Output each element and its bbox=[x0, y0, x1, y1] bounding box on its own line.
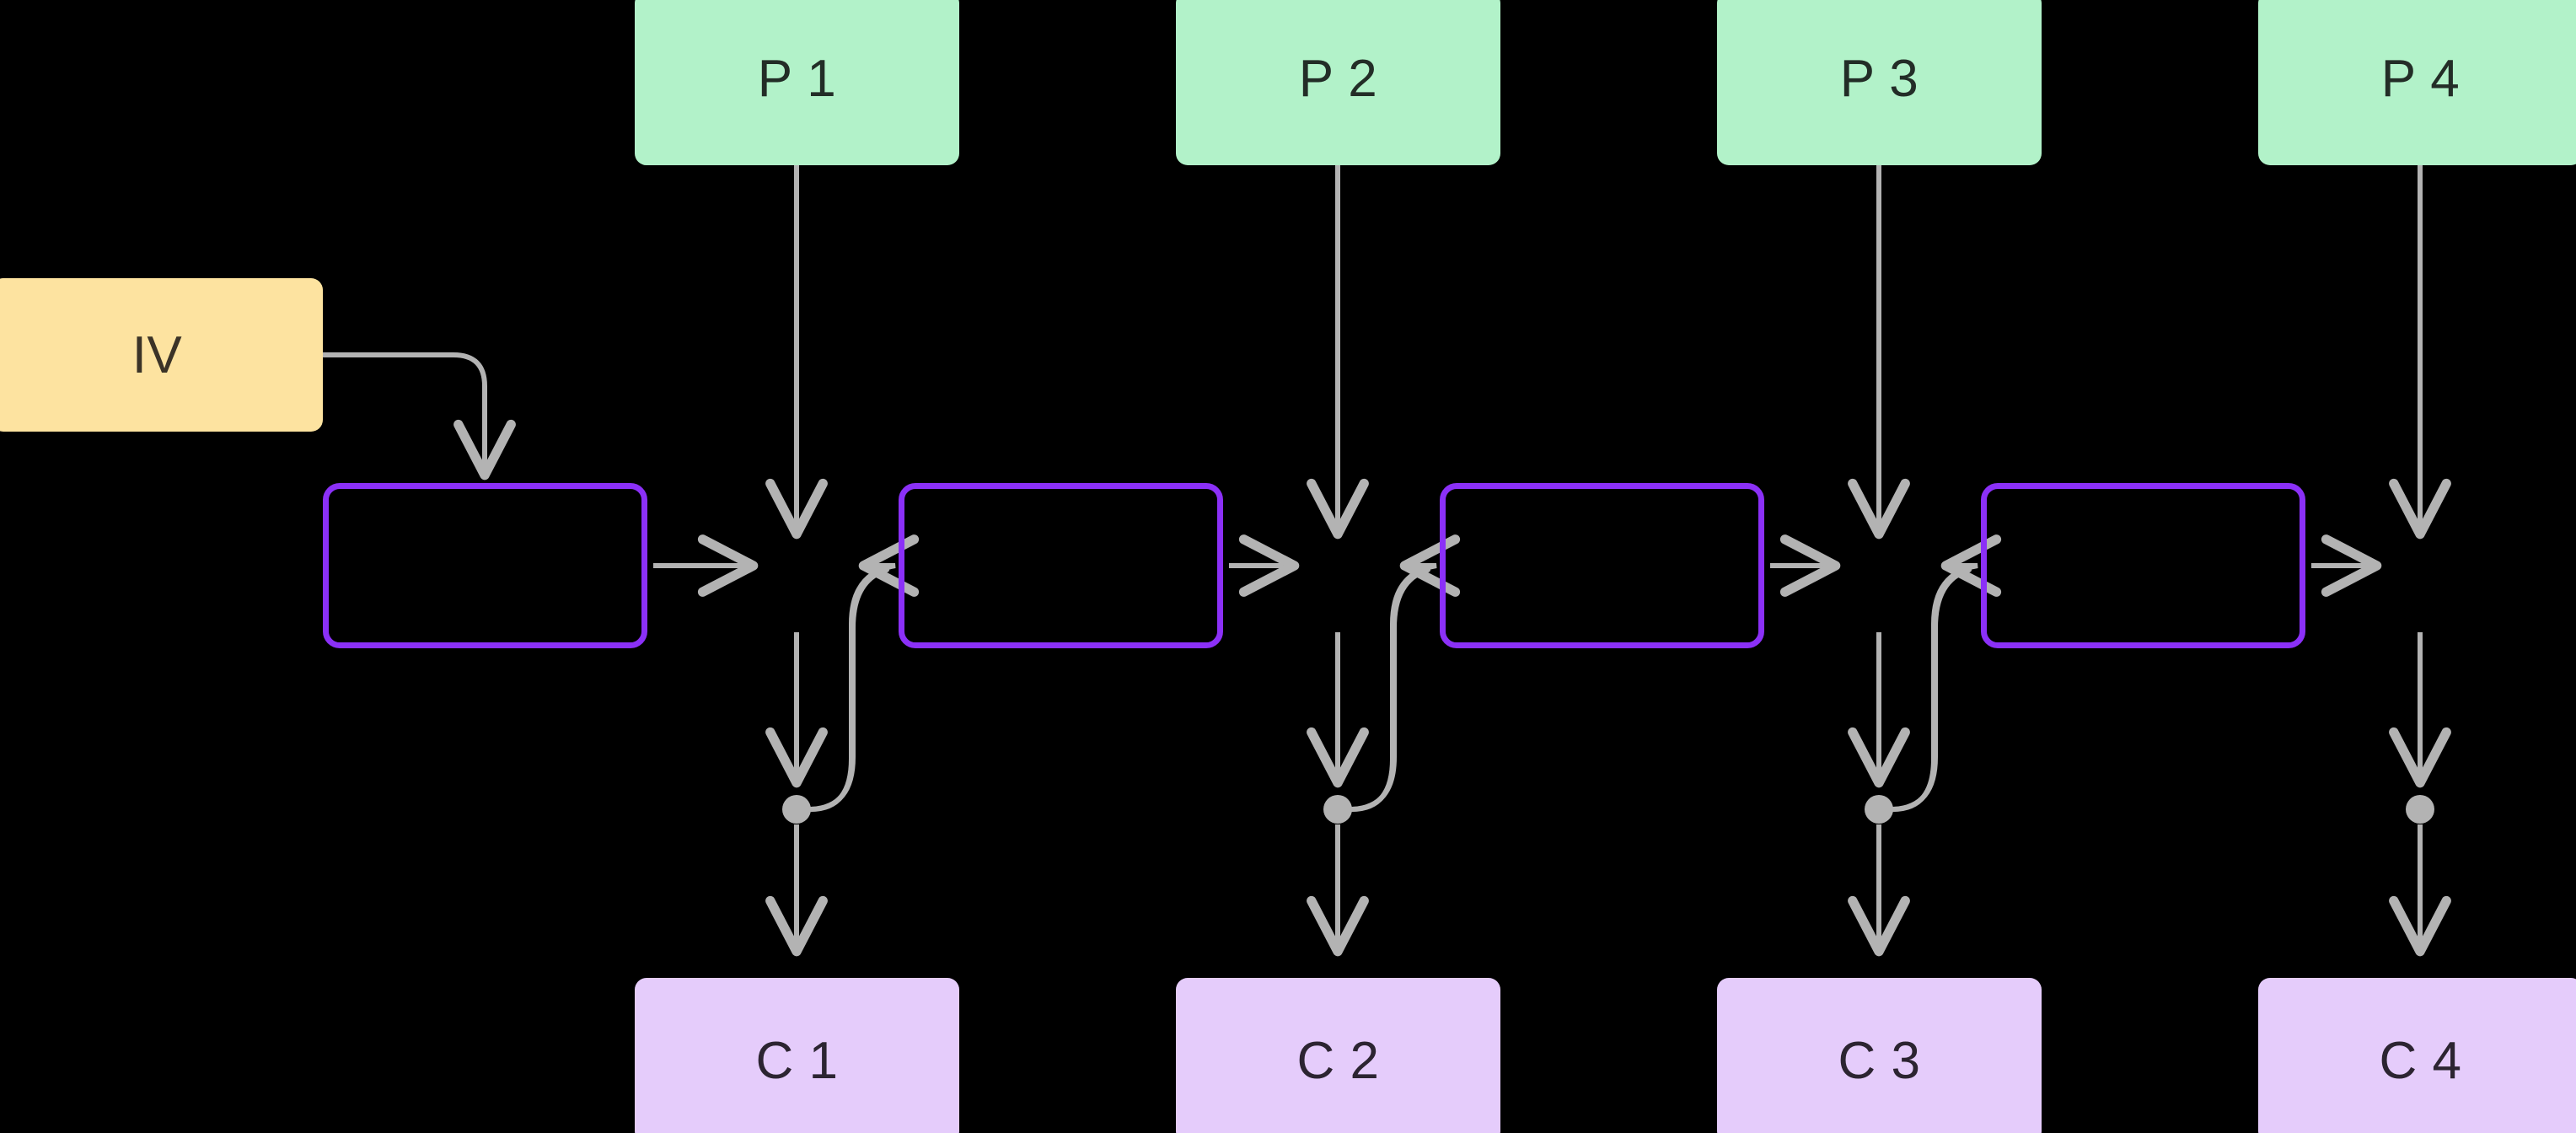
node-p1-label: P 1 bbox=[757, 49, 837, 108]
node-p4[interactable]: P 4 bbox=[2258, 0, 2576, 165]
node-p4-label: P 4 bbox=[2380, 49, 2461, 108]
edge-iv-to-op1 bbox=[323, 352, 516, 481]
junction-dot-4 bbox=[2406, 795, 2434, 824]
node-p2[interactable]: P 2 bbox=[1176, 0, 1500, 165]
node-iv[interactable]: IV bbox=[0, 278, 323, 432]
edge-j2-to-op3 bbox=[1351, 534, 1461, 812]
node-c3[interactable]: C 3 bbox=[1717, 978, 2042, 1133]
node-p2-label: P 2 bbox=[1298, 49, 1378, 108]
edge-j2-to-op3-body bbox=[1350, 567, 1430, 812]
node-op2[interactable] bbox=[899, 483, 1223, 648]
junction-dot-3 bbox=[1865, 795, 1893, 824]
node-c2-label: C 2 bbox=[1296, 1031, 1380, 1090]
node-c3-label: C 3 bbox=[1838, 1031, 1921, 1090]
node-op4[interactable] bbox=[1981, 483, 2305, 648]
node-c1[interactable]: C 1 bbox=[635, 978, 959, 1133]
node-op3[interactable] bbox=[1440, 483, 1764, 648]
node-p3-label: P 3 bbox=[1839, 49, 1919, 108]
edge-j1-to-op2-body bbox=[808, 567, 889, 812]
junction-dot-1 bbox=[782, 795, 811, 824]
node-c1-label: C 1 bbox=[755, 1031, 839, 1090]
node-c2[interactable]: C 2 bbox=[1176, 978, 1500, 1133]
node-op1[interactable] bbox=[323, 483, 647, 648]
edge-j1-to-op2 bbox=[810, 534, 920, 812]
edge-j3-to-op4 bbox=[1892, 534, 2002, 812]
node-p3[interactable]: P 3 bbox=[1717, 0, 2042, 165]
node-iv-label: IV bbox=[131, 325, 183, 384]
junction-dot-2 bbox=[1323, 795, 1352, 824]
node-c4[interactable]: C 4 bbox=[2258, 978, 2576, 1133]
node-c4-label: C 4 bbox=[2379, 1031, 2462, 1090]
node-p1[interactable]: P 1 bbox=[635, 0, 959, 165]
edge-j3-to-op4-body bbox=[1891, 567, 1972, 812]
